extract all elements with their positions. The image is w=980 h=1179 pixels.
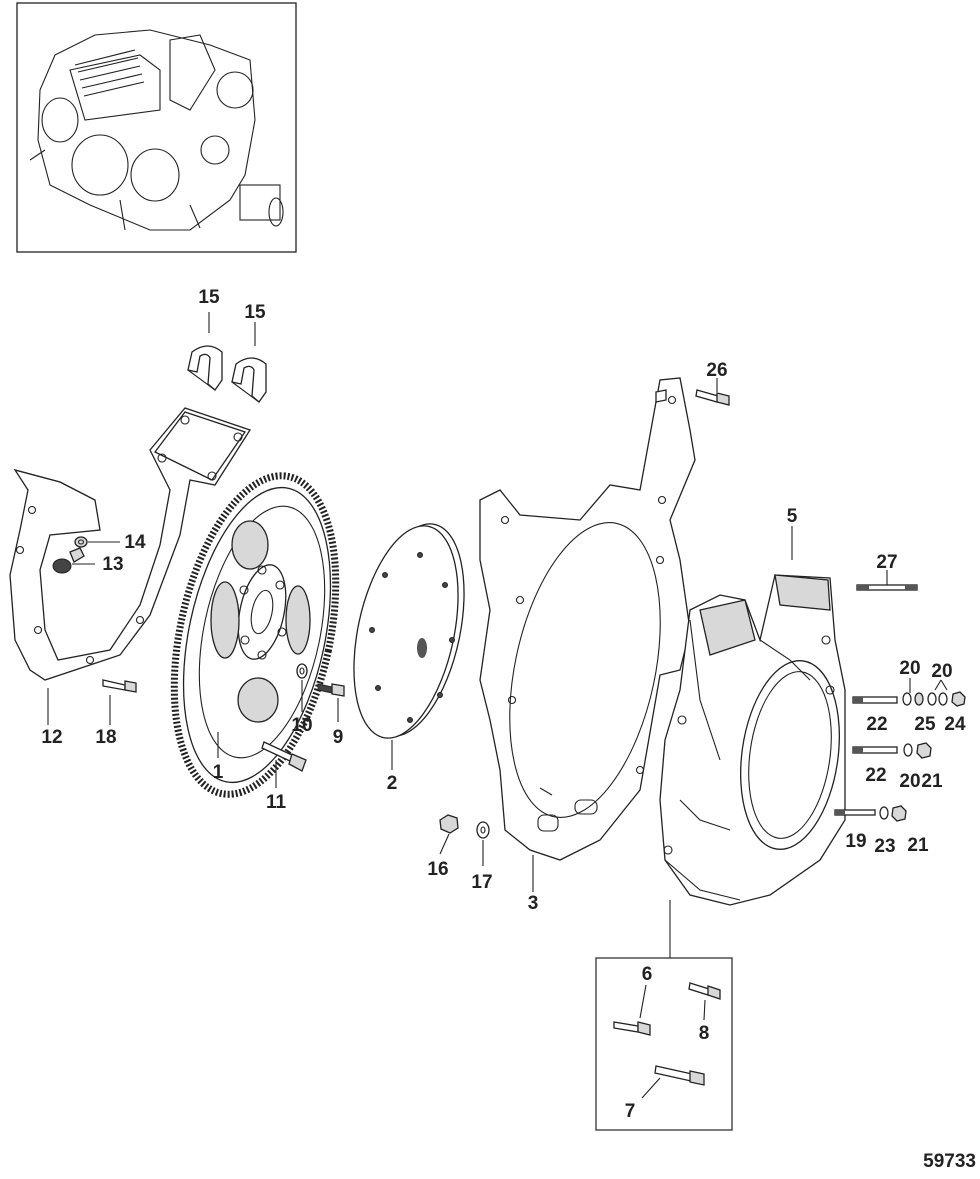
nut-21a (916, 742, 932, 759)
callout-6: 6 (642, 964, 653, 985)
washer-20b2 (938, 692, 948, 706)
callout-18: 18 (95, 727, 116, 748)
callout-14: 14 (124, 532, 146, 553)
callout-15b: 15 (244, 302, 266, 323)
stud-19 (834, 809, 876, 816)
clamp-a (187, 345, 223, 391)
callout-26: 26 (706, 360, 727, 381)
callout-5: 5 (787, 506, 798, 527)
callout-1: 1 (213, 762, 224, 783)
drawing-number: 59733 (923, 1151, 976, 1172)
callout-7: 7 (625, 1101, 636, 1122)
engine-overview-inset (16, 2, 297, 253)
fastener-kit-box (595, 900, 733, 1131)
washer-23 (879, 806, 889, 820)
flex-plate (353, 523, 465, 739)
nut-21b (891, 805, 907, 822)
callout-11: 11 (266, 792, 287, 813)
callout-2: 2 (387, 773, 398, 794)
callout-8: 8 (699, 1023, 710, 1044)
callout-21b: 21 (907, 835, 929, 856)
callout-10: 10 (291, 715, 312, 736)
washer-20c (903, 743, 913, 757)
washer-14 (74, 536, 88, 548)
bolt-8 (688, 982, 721, 1000)
leader-lines (47, 312, 948, 1099)
callout-20b: 20 (931, 661, 952, 682)
nut-24 (951, 691, 966, 707)
callout-22b: 22 (865, 765, 886, 786)
bolt-7 (654, 1065, 705, 1086)
callout-17: 17 (471, 872, 492, 893)
bolt-26 (695, 389, 730, 406)
callout-19: 19 (845, 831, 866, 852)
stud-22b (852, 746, 898, 754)
callout-21a: 21 (921, 771, 943, 792)
bell-housing (659, 574, 846, 906)
bolt-11 (261, 741, 307, 772)
washer-17 (476, 821, 490, 839)
callout-25: 25 (914, 714, 936, 735)
bolt-9 (317, 683, 345, 697)
callout-labels: 15 15 26 5 27 14 13 12 18 1 10 9 11 2 20… (41, 287, 966, 1122)
washer-20a (902, 692, 912, 706)
callout-20a: 20 (899, 658, 920, 679)
callout-3: 3 (528, 893, 539, 914)
callout-24: 24 (944, 714, 966, 735)
washer-20b (927, 692, 937, 706)
stud-27 (856, 584, 918, 591)
callout-15a: 15 (198, 287, 220, 308)
engine-illustration (29, 29, 284, 231)
bolt-6 (613, 1021, 651, 1036)
washer-10 (296, 663, 308, 679)
callout-12: 12 (41, 727, 62, 748)
rear-mount-bracket (9, 407, 251, 681)
callout-22a: 22 (866, 714, 887, 735)
nut-16 (439, 814, 459, 834)
flywheel (170, 472, 340, 798)
callout-27: 27 (876, 552, 897, 573)
clamp-b (231, 357, 267, 403)
callout-16: 16 (427, 859, 448, 880)
callout-13: 13 (102, 554, 123, 575)
stud-22a (852, 696, 898, 704)
callout-20c: 20 (899, 771, 920, 792)
bolt-18 (102, 679, 137, 693)
callout-23: 23 (874, 836, 895, 857)
bolt-13 (52, 547, 85, 574)
lockwasher-25 (914, 692, 924, 706)
callout-9: 9 (333, 727, 344, 748)
